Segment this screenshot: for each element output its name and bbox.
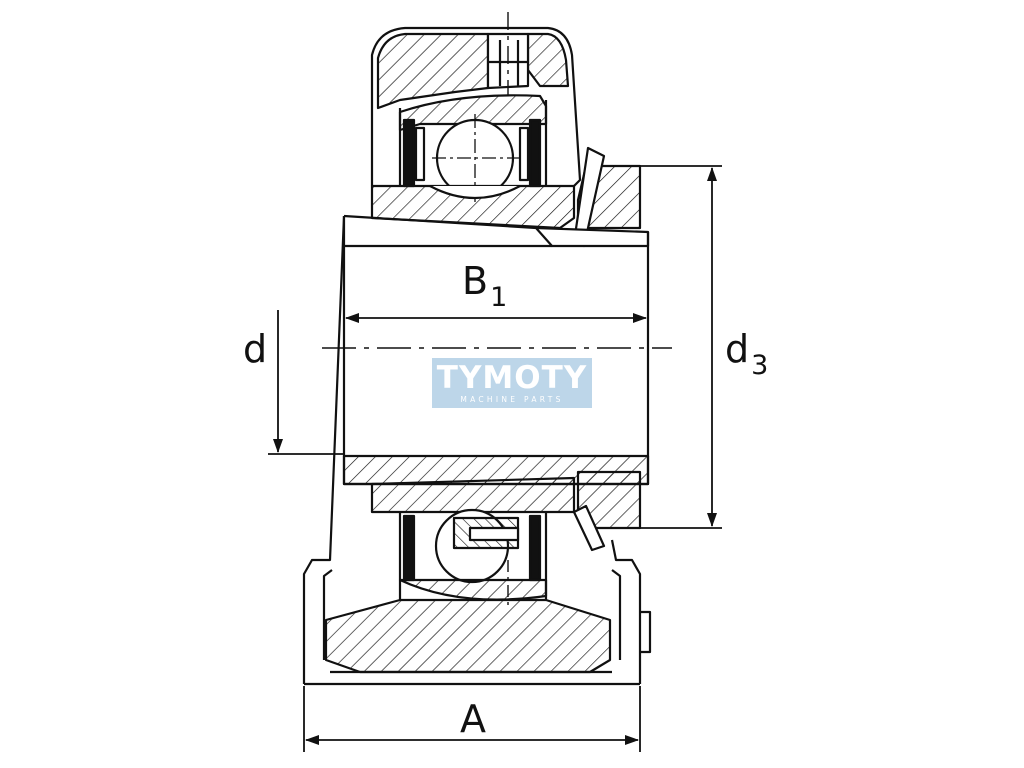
b1-label-main: B: [462, 259, 489, 303]
inner-ring-upper: [370, 184, 576, 230]
d-label: d: [243, 327, 268, 371]
ball-lower: [434, 508, 520, 584]
a-label: A: [460, 697, 486, 741]
adapter-sleeve: [342, 214, 650, 486]
dimension-d: [268, 310, 344, 455]
locking-collar-lower: [572, 470, 642, 552]
seal-lower-right: [528, 514, 542, 582]
watermark-tagline: MACHINE PARTS: [460, 395, 564, 404]
dimension-a: [303, 686, 641, 752]
d3-label-main: d: [725, 327, 750, 371]
b1-label-subscript: 1: [490, 282, 508, 313]
seal-upper-right: [518, 118, 542, 188]
d3-label-subscript: 3: [751, 350, 769, 381]
watermark-logo: TYMOTY MACHINE PARTS: [432, 358, 592, 408]
d3-label: d3: [725, 327, 768, 379]
outer-ring-upper: [398, 94, 548, 186]
inner-ring-lower: [370, 476, 576, 514]
seal-upper-left: [402, 118, 426, 188]
housing-base: [302, 215, 652, 686]
dimension-d3: [640, 165, 722, 529]
seal-lower-left: [402, 514, 416, 582]
watermark-name: TYMOTY: [436, 360, 588, 396]
b1-label: B1: [462, 259, 507, 311]
